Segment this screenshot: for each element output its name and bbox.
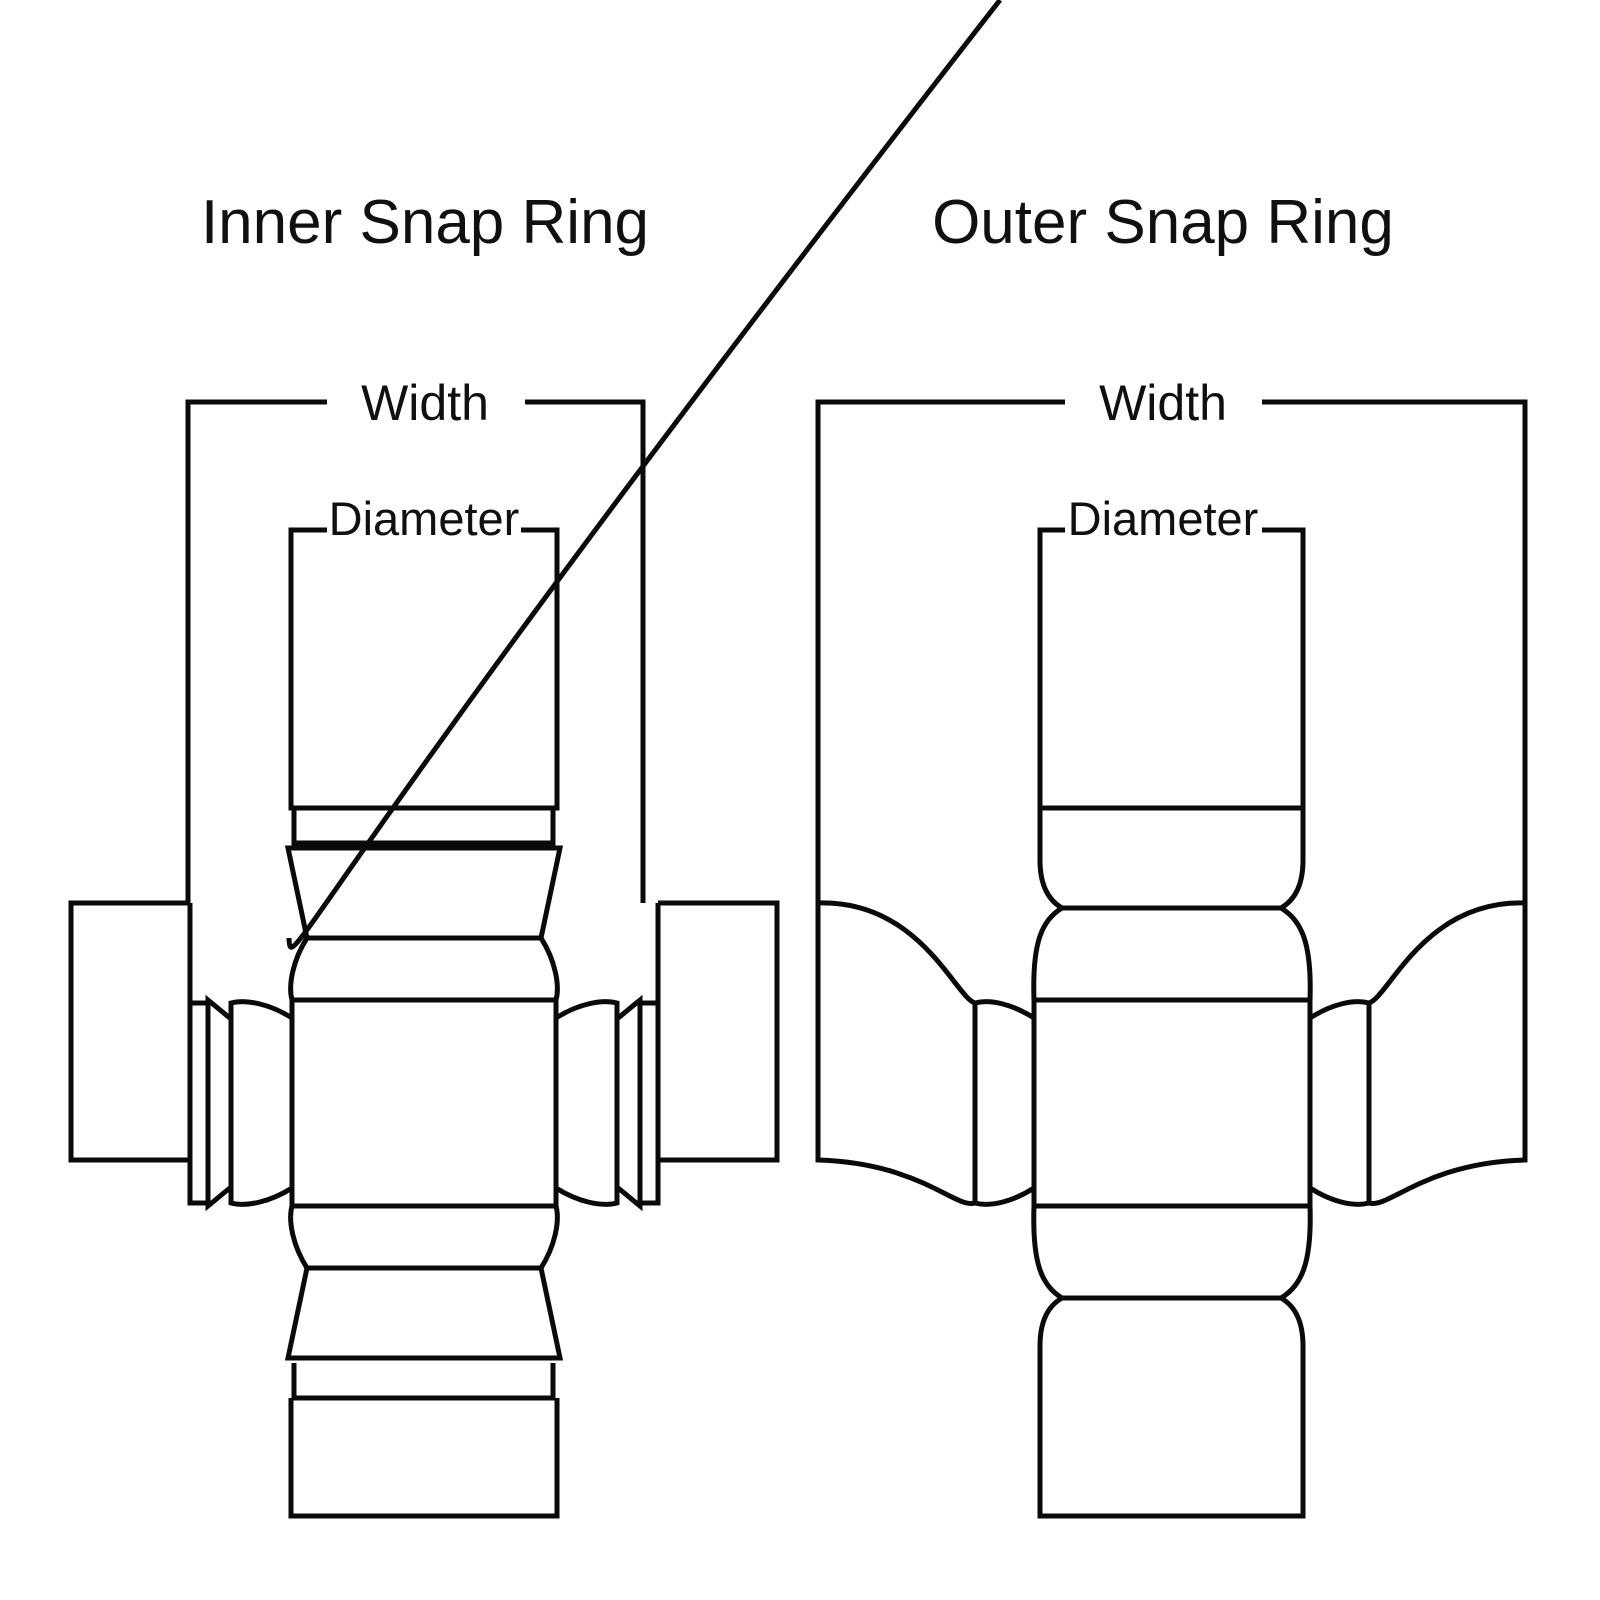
width-dimension-outer — [815, 399, 1528, 903]
center-hub-outer — [1031, 997, 1313, 1209]
bottom-bearing-cap-outer — [1031, 1203, 1313, 1519]
bottom-bearing-cap-inner — [284, 1203, 564, 1519]
diameter-dimension-outer — [1037, 527, 1306, 690]
width-dimension-inner — [185, 399, 646, 903]
left-bearing-cap-outer — [815, 900, 1036, 1207]
top-bearing-cap-outer — [1031, 690, 1313, 1003]
width-label-inner: Width — [361, 375, 489, 431]
diameter-label-outer: Diameter — [1068, 492, 1259, 545]
top-bearing-cap-inner — [0, 0, 1000, 1003]
right-bearing-cap-inner — [554, 900, 780, 1212]
diameter-dimension-inner — [288, 527, 560, 690]
width-label-outer: Width — [1099, 375, 1227, 431]
left-bearing-cap-inner — [68, 900, 294, 1212]
panel-title-inner: Inner Snap Ring — [201, 188, 649, 257]
panel-title-outer: Outer Snap Ring — [932, 188, 1394, 257]
panel-outer-snap-ring: Outer Snap Ring Width Diameter — [815, 188, 1528, 1519]
diameter-label-inner: Diameter — [329, 492, 520, 545]
center-hub-inner — [289, 997, 559, 1209]
right-bearing-cap-outer — [1308, 900, 1528, 1207]
panel-inner-snap-ring: Inner Snap Ring Width Diameter — [0, 0, 1000, 1519]
